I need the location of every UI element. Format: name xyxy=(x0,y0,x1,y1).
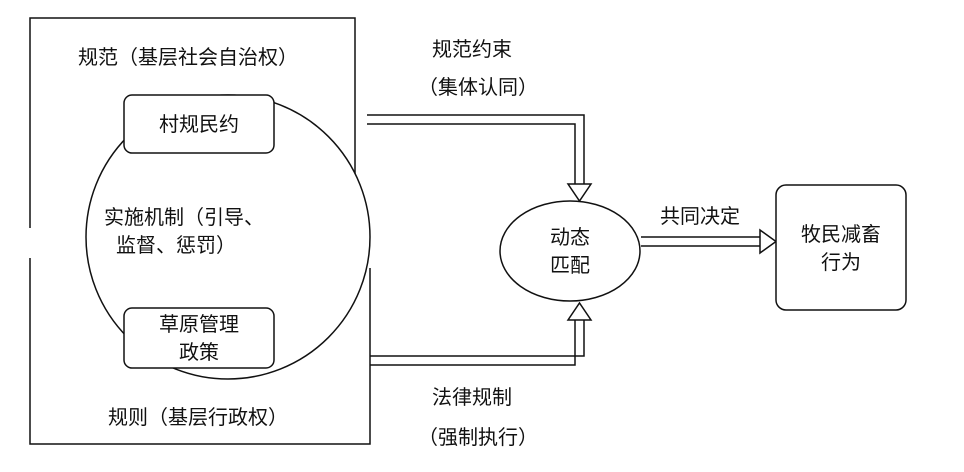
herder-behavior-line1: 牧民减畜 xyxy=(801,221,881,246)
mechanism-label-line1: 实施机制（引导、 xyxy=(104,205,264,229)
grassland-policy-box xyxy=(123,307,275,369)
village-rules-text: 村规民约 xyxy=(124,95,274,153)
legal-regulation-arrow xyxy=(370,301,593,366)
village-rules-label: 村规民约 xyxy=(159,112,239,136)
collective-identity-label: （集体认同） xyxy=(418,75,538,99)
grassland-policy-line2: 政策 xyxy=(179,340,219,364)
herder-behavior-text: 牧民减畜 行为 xyxy=(776,185,906,310)
joint-decision-label: 共同决定 xyxy=(660,204,740,228)
norm-frame xyxy=(29,17,356,228)
norm-constraint-label: 规范约束 xyxy=(432,37,512,61)
dynamic-matching-text: 动态 匹配 xyxy=(500,201,640,301)
mechanism-text: 实施机制（引导、 监督、惩罚） xyxy=(86,200,386,262)
joint-decision-arrow xyxy=(641,228,778,255)
grassland-policy-text: 草原管理 政策 xyxy=(124,308,274,368)
herder-behavior-line2: 行为 xyxy=(821,249,861,274)
herder-behavior-box xyxy=(775,184,907,311)
dynamic-matching-ellipse xyxy=(499,200,641,302)
norm-frame-label: 规范（基层社会自治权） xyxy=(78,45,298,69)
grassland-policy-line1: 草原管理 xyxy=(159,312,239,336)
legal-regulation-label: 法律规制 xyxy=(432,385,512,409)
norm-constraint-arrow xyxy=(367,114,593,203)
village-rules-box xyxy=(123,94,275,154)
dynamic-matching-line1: 动态 xyxy=(550,225,590,249)
mechanism-label-line2: 监督、惩罚） xyxy=(116,233,236,257)
enforcement-label: （强制执行） xyxy=(418,425,538,449)
dynamic-matching-line2: 匹配 xyxy=(550,253,590,277)
rule-frame-label: 规则（基层行政权） xyxy=(108,405,288,429)
